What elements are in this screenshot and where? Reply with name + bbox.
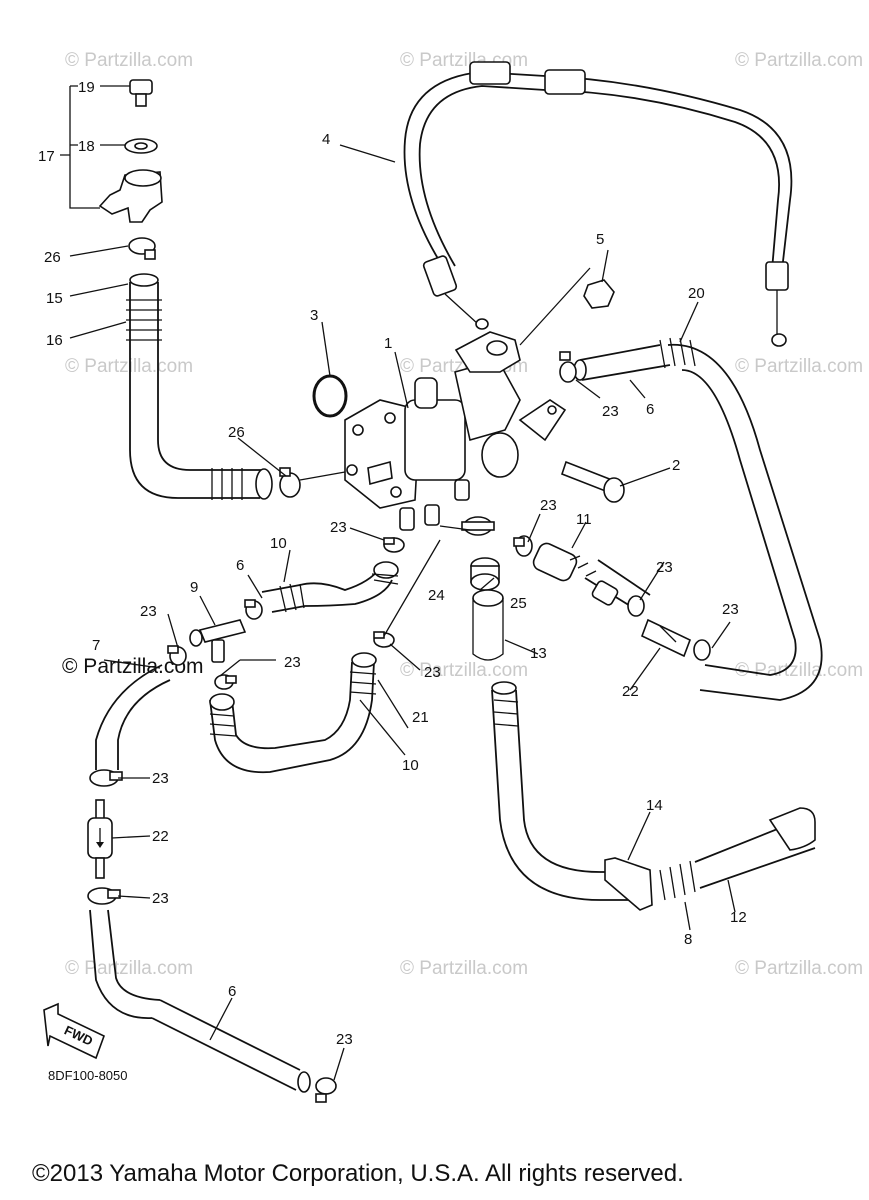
callout-9: 9	[190, 579, 198, 596]
callout-19: 19	[78, 79, 95, 96]
callout-23: 23	[336, 1031, 353, 1048]
callout-23: 23	[656, 559, 673, 576]
callout-14: 14	[646, 797, 663, 814]
hose-20	[681, 369, 797, 676]
callout-24: 24	[428, 587, 445, 604]
callout-26: 26	[44, 249, 61, 266]
callout-22: 22	[152, 828, 169, 845]
callout-3: 3	[310, 307, 318, 324]
callout-8: 8	[684, 931, 692, 948]
callout-6: 6	[646, 401, 654, 418]
callout-6: 6	[236, 557, 244, 574]
callout-23: 23	[140, 603, 157, 620]
clamp	[279, 467, 301, 498]
hose-6	[151, 999, 301, 1091]
cable-end	[422, 61, 789, 347]
callout-1: 1	[384, 335, 392, 352]
callout-6: 6	[228, 983, 236, 1000]
hose-7	[95, 664, 163, 770]
clamp	[315, 1077, 337, 1103]
fuel-line-assembly	[532, 542, 711, 661]
callout-17: 17	[38, 148, 55, 165]
hose-7	[117, 679, 171, 770]
hose-16	[129, 282, 260, 499]
callout-23: 23	[424, 664, 441, 681]
clamp	[244, 599, 263, 620]
watermark: © Partzilla.com	[735, 660, 863, 681]
callout-23: 23	[722, 601, 739, 618]
watermark-dark: © Partzilla.com	[62, 655, 204, 678]
fuel-filter	[87, 799, 113, 879]
clamp	[559, 351, 577, 383]
watermark: © Partzilla.com	[65, 356, 193, 377]
callout-10: 10	[270, 535, 287, 552]
callout-15: 15	[46, 290, 63, 307]
watermark: © Partzilla.com	[400, 660, 528, 681]
oil-pump	[344, 359, 567, 531]
fitting	[461, 516, 495, 536]
t-joint	[189, 619, 247, 663]
clip	[604, 857, 653, 911]
callout-7: 7	[92, 637, 100, 654]
cap	[470, 557, 500, 591]
hose-20	[667, 344, 823, 701]
callout-18: 18	[78, 138, 95, 155]
callout-16: 16	[46, 332, 63, 349]
callout-2: 2	[672, 457, 680, 474]
hose-12	[491, 689, 650, 901]
leader-lines	[60, 85, 736, 1081]
callout-21: 21	[412, 709, 429, 726]
callout-23: 23	[152, 770, 169, 787]
callout-10: 10	[402, 757, 419, 774]
hose-ribs	[659, 860, 696, 901]
callout-23: 23	[602, 403, 619, 420]
bracket-assembly	[98, 79, 163, 223]
clamp	[128, 237, 156, 260]
callout-25: 25	[510, 595, 527, 612]
watermarks: © Partzilla.com © Partzilla.com © Partzi…	[65, 50, 863, 979]
callout-13: 13	[530, 645, 547, 662]
callout-4: 4	[322, 131, 330, 148]
hose-ribs	[126, 299, 243, 500]
callout-20: 20	[688, 285, 705, 302]
callout-5: 5	[596, 231, 604, 248]
nut	[583, 279, 615, 309]
diagram-code: 8DF100-8050	[48, 1068, 128, 1083]
hose-16	[157, 282, 262, 471]
watermark: © Partzilla.com	[400, 958, 528, 979]
hose-6	[89, 909, 161, 1019]
watermark: © Partzilla.com	[735, 356, 863, 377]
copyright-notice: ©2013 Yamaha Motor Corporation, U.S.A. A…	[32, 1160, 684, 1187]
hose-ribs	[659, 337, 696, 369]
hose-10	[261, 561, 399, 613]
watermark: © Partzilla.com	[735, 958, 863, 979]
callout-23: 23	[284, 654, 301, 671]
callout-23: 23	[152, 890, 169, 907]
callout-23: 23	[540, 497, 557, 514]
callout-11: 11	[576, 511, 592, 528]
fwd-arrow: FWD	[43, 1002, 105, 1060]
clamp	[214, 674, 237, 690]
bolt	[561, 460, 625, 503]
callout-23: 23	[330, 519, 347, 536]
clamp	[87, 887, 121, 905]
hose-6	[579, 344, 671, 381]
callout-22: 22	[622, 683, 639, 700]
watermark: © Partzilla.com	[735, 50, 863, 71]
callout-12: 12	[730, 909, 747, 926]
clamp	[383, 537, 405, 553]
hose-10	[209, 652, 377, 774]
watermark: © Partzilla.com	[65, 958, 193, 979]
hose-13	[472, 589, 504, 661]
clamp	[89, 769, 123, 787]
o-ring	[312, 374, 348, 418]
callout-26: 26	[228, 424, 245, 441]
hose-12	[515, 689, 650, 873]
watermark: © Partzilla.com	[65, 50, 193, 71]
callouts: 19 18 17 26 15 16 4 5 3 1 20 23 6 26 2 2…	[38, 79, 747, 1048]
